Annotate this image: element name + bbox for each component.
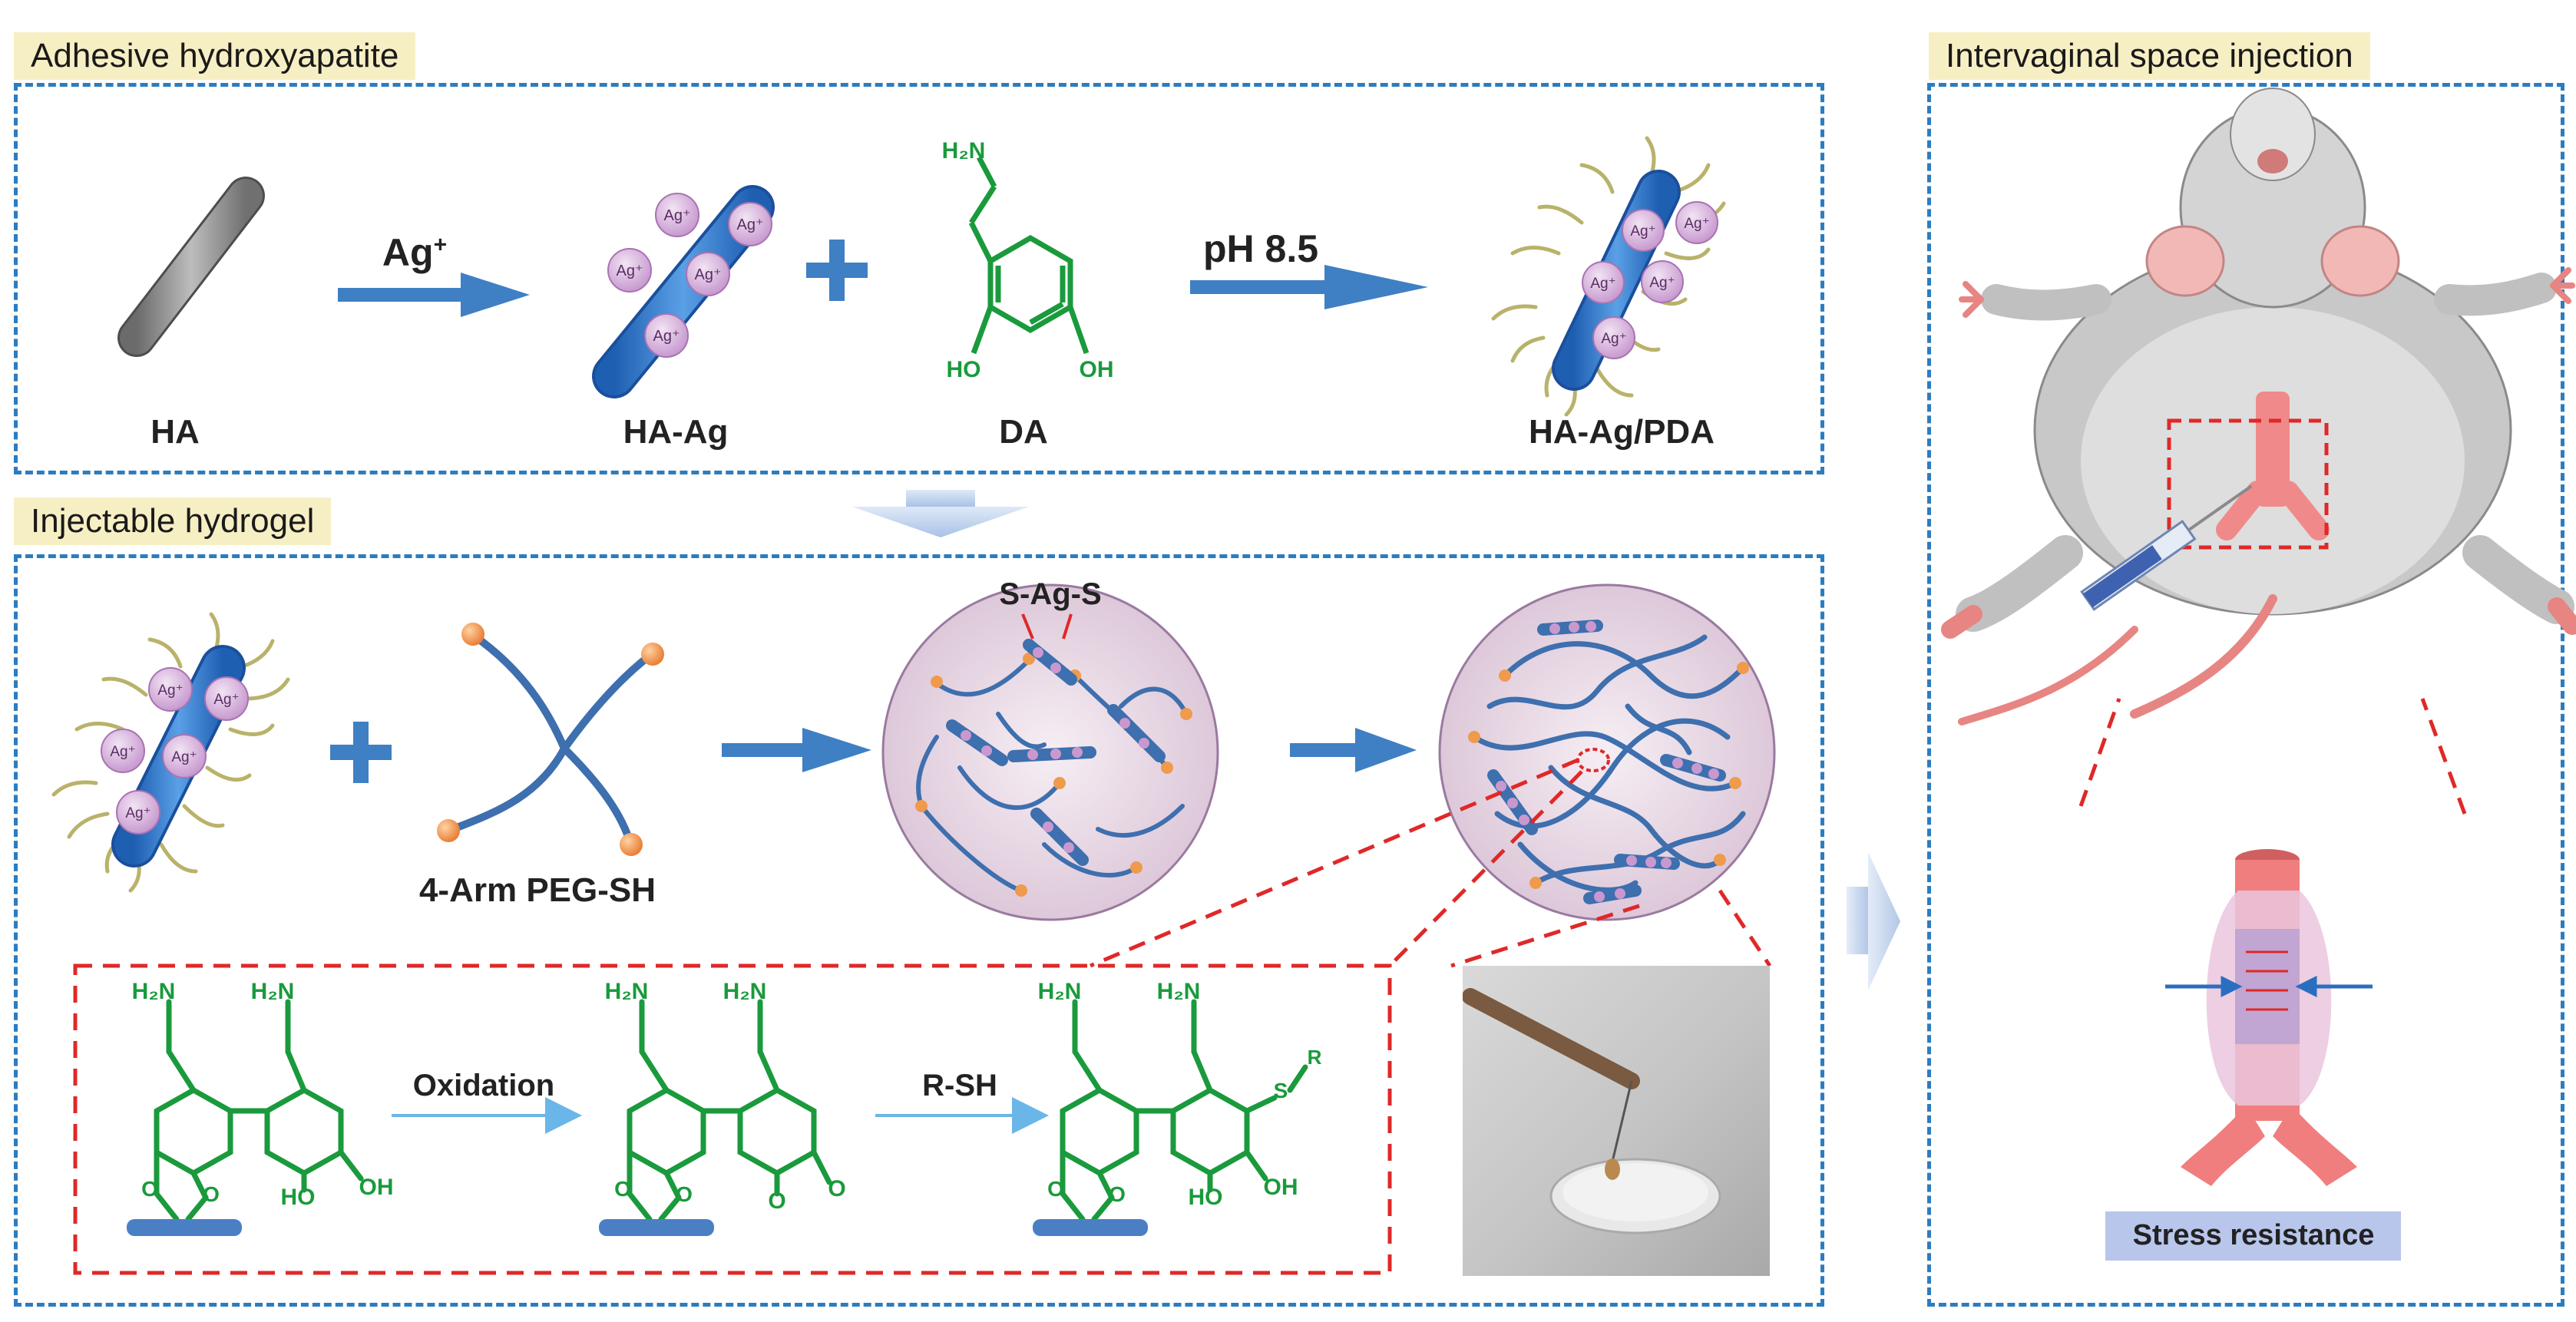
svg-text:Ag⁺: Ag⁺ [1601,331,1626,347]
ph-label: pH 8.5 [1202,227,1319,270]
down-arrow [852,490,1029,537]
ha-ag-pda-label: HA-Ag/PDA [1529,413,1715,451]
injection-panel [1927,83,2564,1307]
rsh-label: R-SH [922,1069,997,1102]
m3-r: R [1307,1046,1322,1069]
svg-text:Ag⁺: Ag⁺ [110,744,135,760]
ha-rod [117,177,265,357]
ag-plus-label: Ag+ [382,230,447,275]
gel-arrow-2 [1290,728,1417,772]
ha-ag-label: HA-Ag [623,413,729,451]
adhesive-header: Adhesive hydroxyapatite [14,32,416,80]
rat-illustration [1941,88,2576,725]
da-amine-label: H₂N [941,138,986,164]
da-oh-label: OH [1079,357,1114,382]
gel-arrow-1 [722,728,871,772]
m3-amine-2: H₂N [1156,979,1201,1004]
injection-photo [1463,966,1770,1276]
ha-label: HA [150,413,200,451]
m2-o-4: O [828,1176,846,1201]
da-label: DA [999,413,1048,451]
mechanism-box [73,963,1392,1275]
oxidation-label: Oxidation [412,1069,555,1102]
svg-text:Ag⁺: Ag⁺ [1630,223,1655,240]
svg-text:Ag⁺: Ag⁺ [171,749,197,765]
ag-plus-text: Ag [382,231,434,274]
m3-ho: HO [1188,1185,1223,1210]
m1-o-1: O [141,1177,158,1201]
m2-o-3: O [768,1188,786,1214]
m1-o-2: O [203,1182,220,1206]
svg-text:Ag⁺: Ag⁺ [1590,276,1615,292]
network-circle-1 [881,583,1219,921]
peg-structure [437,623,664,856]
ag-ions-top [607,193,772,358]
ha-ag-pda-particle: Ag⁺ Ag⁺ Ag⁺ Ag⁺ Ag⁺ [1491,136,1726,417]
m1-ho: HO [280,1185,316,1210]
dopamine-structure [968,156,1090,355]
mechanism-molecules [154,999,1308,1222]
ph-arrow [1190,265,1428,309]
plus-icon-top [806,240,868,301]
ha-ag-particle [592,185,775,398]
ag-arrow [338,273,530,317]
ag-ion-labels-top: Ag⁺ Ag⁺ Ag⁺ Ag⁺ Ag⁺ [616,207,763,345]
m3-o-2: O [1109,1182,1126,1206]
injectable-panel [14,554,1824,1307]
svg-text:Ag⁺: Ag⁺ [213,692,239,708]
m1-amine-2: H₂N [250,979,295,1004]
svg-text:Ag⁺: Ag⁺ [694,266,721,283]
injectable-header: Injectable hydrogel [14,497,332,545]
m2-o-1: O [614,1177,631,1201]
artery-illustration [2105,849,2401,1261]
injection-header: Intervaginal space injection [1929,32,2370,80]
callout-lines [1090,698,2467,968]
svg-text:Ag⁺: Ag⁺ [616,263,643,279]
svg-text:Ag⁺: Ag⁺ [1684,216,1709,232]
network-circle-2 [1438,583,1776,921]
right-arrow [1847,852,1900,990]
svg-text:Ag⁺: Ag⁺ [663,207,690,224]
plus-icon-hydrogel [330,722,392,783]
stress-label: Stress resistance [2132,1219,2375,1251]
ag-plus-sup: + [433,232,448,258]
m3-s: S [1273,1079,1288,1102]
svg-text:Ag⁺: Ag⁺ [125,805,150,821]
crosslink-label: S-Ag-S [999,577,1102,611]
svg-text:Ag⁺: Ag⁺ [157,682,183,699]
da-ho-label: HO [946,357,981,382]
adhesive-panel [14,83,1824,474]
m3-amine-1: H₂N [1037,979,1082,1004]
peg-label: 4-Arm PEG-SH [418,871,656,909]
m3-oh: OH [1263,1175,1298,1200]
surface-bars [127,1219,1148,1236]
m2-o-2: O [676,1182,693,1206]
m2-amine-1: H₂N [604,979,649,1004]
m3-o-1: O [1047,1177,1064,1201]
svg-text:Ag⁺: Ag⁺ [736,216,763,233]
svg-text:Ag⁺: Ag⁺ [653,328,680,345]
m1-oh: OH [359,1175,394,1200]
svg-text:Ag⁺: Ag⁺ [1649,275,1675,291]
hydrogel-particle: Ag⁺ Ag⁺ Ag⁺ Ag⁺ Ag⁺ [51,612,290,893]
m1-amine-1: H₂N [131,979,176,1004]
m2-amine-2: H₂N [723,979,767,1004]
